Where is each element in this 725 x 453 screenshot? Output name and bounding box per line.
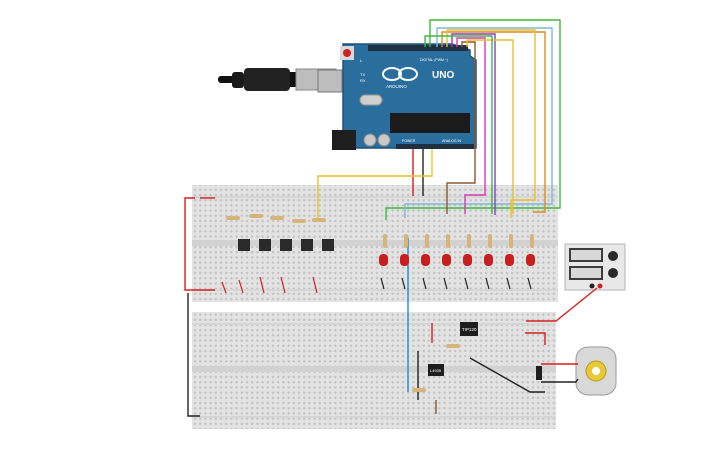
wires xyxy=(184,19,598,417)
analog-header-label: ANALOG IN xyxy=(442,139,462,143)
breadboard-bottom[interactable] xyxy=(192,312,556,429)
board-brand-label: ARDUINO xyxy=(386,84,407,89)
resistor xyxy=(226,216,240,220)
button-wires xyxy=(221,276,318,294)
power-supply-icon[interactable] xyxy=(564,243,626,291)
dc-motor-icon[interactable] xyxy=(575,346,617,396)
leds[interactable] xyxy=(379,254,535,266)
push-button-4[interactable] xyxy=(301,239,313,251)
led-resistors xyxy=(383,234,534,248)
resistor xyxy=(270,216,284,220)
resistor xyxy=(509,234,513,248)
usb-port xyxy=(317,69,343,93)
resistor xyxy=(446,344,460,348)
resistor xyxy=(383,234,387,248)
diode xyxy=(536,366,542,380)
resistor xyxy=(467,234,471,248)
board-model-label: UNO xyxy=(432,70,454,81)
digital-header xyxy=(368,45,468,51)
breadboard-top-center-channel xyxy=(192,240,558,246)
atmega-chip xyxy=(390,113,470,133)
transistor-label: TIP120 xyxy=(462,327,477,332)
resistor xyxy=(292,219,306,223)
ic-label: L4935 xyxy=(430,368,442,373)
resistor xyxy=(312,218,326,222)
l-led-label: L xyxy=(360,58,363,63)
push-button-1[interactable] xyxy=(238,239,250,251)
arduino-uno-board[interactable]: UNO ARDUINO DIGITAL (PWM ~) L TX RX POWE… xyxy=(317,43,477,150)
power-analog-header xyxy=(396,144,474,149)
red-led[interactable] xyxy=(463,254,472,266)
resistor xyxy=(404,234,408,248)
red-led[interactable] xyxy=(484,254,493,266)
tip120-transistor[interactable]: TIP120 xyxy=(460,322,478,336)
digital-header-label: DIGITAL (PWM ~) xyxy=(420,58,448,62)
power-header-label: POWER xyxy=(402,139,416,143)
red-led[interactable] xyxy=(400,254,409,266)
breadboard-bottom-center-channel xyxy=(192,366,556,372)
push-button-2[interactable] xyxy=(259,239,271,251)
red-led[interactable] xyxy=(442,254,451,266)
red-led[interactable] xyxy=(421,254,430,266)
tx-led-label: TX xyxy=(360,72,365,77)
red-led[interactable] xyxy=(505,254,514,266)
reset-button-cap[interactable] xyxy=(343,49,351,57)
resistor xyxy=(530,234,534,248)
capacitor-1 xyxy=(363,133,377,147)
resistor xyxy=(249,214,263,218)
resistor xyxy=(446,234,450,248)
l4935-ic[interactable]: L4935 xyxy=(428,364,444,376)
led-ground-legs xyxy=(380,277,532,290)
resistor xyxy=(425,234,429,248)
capacitor-2 xyxy=(377,133,391,147)
crystal xyxy=(359,94,383,106)
arduino-logo xyxy=(382,67,418,81)
rx-led-label: RX xyxy=(360,78,366,83)
resistor xyxy=(412,388,426,392)
push-button-5[interactable] xyxy=(322,239,334,251)
push-button-3[interactable] xyxy=(280,239,292,251)
red-led[interactable] xyxy=(379,254,388,266)
red-led[interactable] xyxy=(526,254,535,266)
push-buttons[interactable] xyxy=(238,239,334,251)
dc-power-jack xyxy=(332,130,356,150)
resistors-top xyxy=(226,214,326,223)
resistor xyxy=(488,234,492,248)
